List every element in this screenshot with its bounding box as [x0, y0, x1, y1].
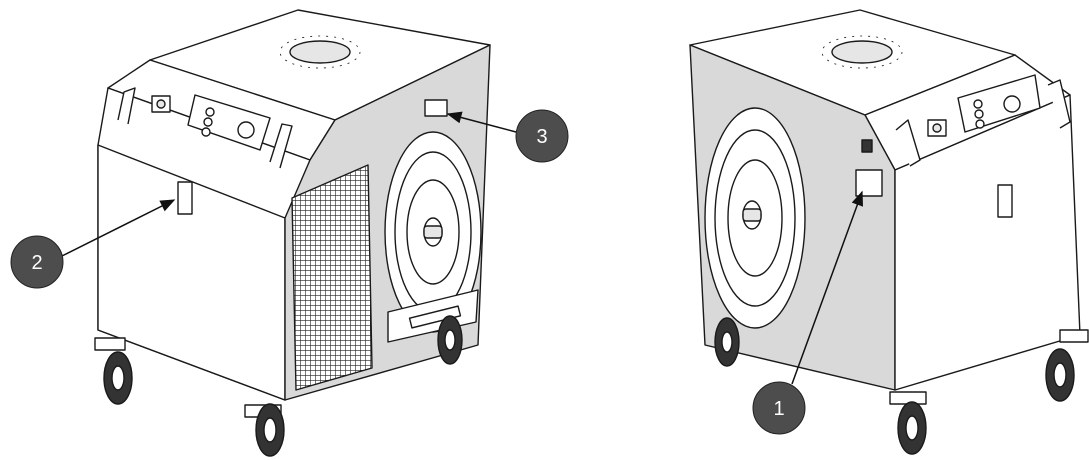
- unit-right-fan-ring: [714, 129, 796, 307]
- callout-1-label: 1: [773, 398, 784, 420]
- callout-2-label: 2: [31, 252, 42, 274]
- unit-right-top-port: [831, 40, 893, 64]
- callout-3-label: 3: [536, 126, 547, 148]
- unit-right-caster-front-right: [1045, 329, 1089, 402]
- unit-right-front-label: [997, 184, 1013, 218]
- callout-3-circle: [515, 109, 569, 163]
- callout-leaders: [61, 111, 864, 385]
- callout-2: 2: [10, 235, 64, 289]
- callout-2-leader: [61, 199, 176, 257]
- unit-left-top-port: [289, 40, 351, 64]
- unit-left-switch-knob: [156, 99, 166, 109]
- unit-right-indicator-1: [973, 99, 983, 109]
- unit-left-caster-front-right: [244, 403, 285, 457]
- unit-right-caster-back-left: [714, 317, 740, 367]
- unit-right-fan-hub-bolt: [742, 208, 762, 222]
- callout-3: 3: [515, 109, 569, 163]
- unit-left-side-label: [424, 99, 448, 117]
- callout-2-circle: [10, 235, 64, 289]
- unit-right-view: [689, 9, 1089, 455]
- unit-left-caster-front-left: [94, 337, 133, 405]
- unit-left-indicator-2: [203, 117, 213, 127]
- unit-right-fan-inner: [727, 159, 783, 277]
- callout-1-circle: [752, 381, 806, 435]
- unit-right-side-switch: [861, 139, 873, 153]
- unit-right-gauge: [1003, 95, 1021, 113]
- callout-1: 1: [752, 381, 806, 435]
- unit-left-fan-hub-bolt: [423, 225, 443, 239]
- unit-left-indicator-1: [205, 107, 215, 117]
- unit-left-indicator-3: [201, 127, 211, 137]
- unit-right-handle-1: [895, 119, 921, 167]
- unit-left-handle-2: [269, 123, 293, 169]
- unit-left-vent-grille: [291, 164, 373, 391]
- callout-3-leader: [446, 111, 517, 133]
- unit-right-indicator-3: [975, 119, 985, 129]
- unit-right-handle-2: [1047, 79, 1071, 129]
- unit-left-fan-inner: [406, 179, 460, 285]
- unit-right-switch-knob: [932, 123, 942, 133]
- unit-right-caster-front-left: [889, 391, 927, 455]
- unit-right-side-label: [855, 169, 883, 197]
- unit-left-front-label: [177, 181, 193, 215]
- unit-left-gauge: [237, 121, 255, 139]
- unit-right-top-port-ring: [821, 35, 903, 69]
- unit-left-top-port-ring: [279, 35, 361, 69]
- unit-right-indicator-2: [974, 109, 984, 119]
- unit-left-handle-1: [117, 87, 136, 125]
- callout-1-leader: [791, 190, 864, 385]
- unit-left-bottom-slot: [408, 305, 462, 329]
- unit-left-caster-back-right: [437, 315, 463, 365]
- unit-left-view: [94, 9, 491, 457]
